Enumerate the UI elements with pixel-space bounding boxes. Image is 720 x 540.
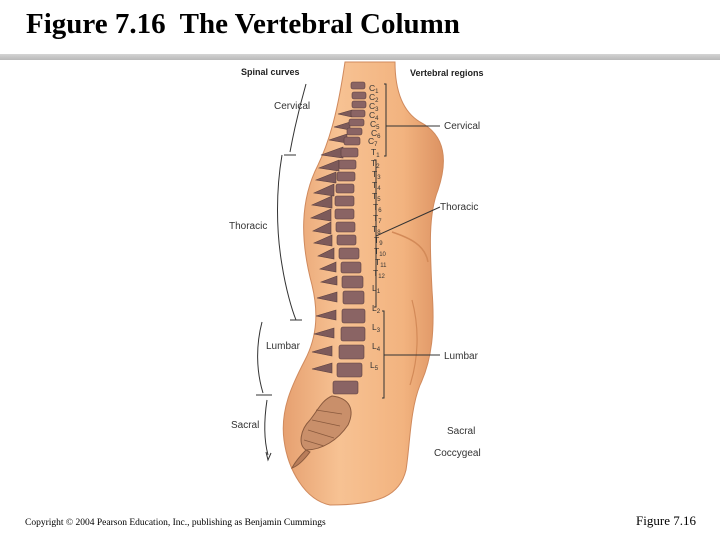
spinous-processes (309, 109, 353, 374)
vertebra-label-c3: C3 (369, 101, 379, 113)
figure-number: Figure 7.16 (636, 513, 696, 528)
vertebra-label-l3: L3 (372, 322, 381, 334)
vertebra-label-t1: T1 (371, 147, 380, 159)
curve-label-lumbar: Lumbar (266, 341, 301, 352)
vertebra-label-l1: L1 (372, 283, 381, 295)
vertebra-label-c6: C6 (371, 128, 381, 140)
sacral-ridges (303, 409, 343, 447)
slide-title: Figure 7.16 The Vertebral Column (26, 8, 460, 40)
region-leader-lines (375, 125, 441, 356)
spinal-curves-heading: Spinal curves (241, 67, 300, 77)
vertebral-regions-heading: Vertebral regions (410, 68, 484, 78)
vertebra-label-t3: T3 (372, 169, 381, 181)
region-label-coccygeal: Coccygeal (434, 448, 481, 459)
vertebra-label-c2: C2 (369, 92, 379, 104)
spinal-curve-ticks (256, 154, 302, 396)
vertebra-label-t5: T5 (372, 191, 381, 203)
vertebra-label-t8: T8 (372, 224, 381, 236)
chest-contour (391, 231, 429, 263)
vertebra-label-c5: C5 (370, 119, 380, 131)
region-label-sacral: Sacral (447, 426, 475, 437)
coccyx-bone (291, 449, 311, 469)
curve-label-cervical: Cervical (274, 101, 310, 112)
copyright-notice: Copyright © 2004 Pearson Education, Inc.… (25, 518, 326, 528)
vertebra-label-t9: T9 (374, 235, 383, 247)
spinal-curve-brackets (257, 83, 307, 462)
vertebra-label-t11: T11 (375, 257, 387, 269)
curve-label-thoracic: Thoracic (229, 221, 267, 232)
curve-label-sacral: Sacral (231, 420, 259, 431)
vertebra-label-t2: T2 (371, 158, 380, 170)
vertebra-label-l2: L2 (372, 303, 381, 315)
abdomen-contour (409, 299, 418, 386)
vertebra-label-c4: C4 (369, 110, 379, 122)
vertebra-label-l5: L5 (370, 360, 379, 372)
region-label-lumbar: Lumbar (444, 351, 479, 362)
vertebra-label-l4: L4 (372, 341, 381, 353)
region-label-thoracic: Thoracic (440, 202, 478, 213)
title-divider (0, 54, 720, 60)
vertebral-column-figure: Spinal curves Vertebral regions Cervical… (229, 61, 484, 506)
vertebra-label-c1: C1 (369, 83, 379, 95)
vertebra-label-c7: C7 (368, 136, 378, 148)
vertebra-label-t10: T10 (374, 246, 387, 258)
region-label-cervical: Cervical (444, 121, 480, 132)
vertebral-bodies (332, 81, 367, 395)
vertebra-label-t4: T4 (372, 180, 381, 192)
